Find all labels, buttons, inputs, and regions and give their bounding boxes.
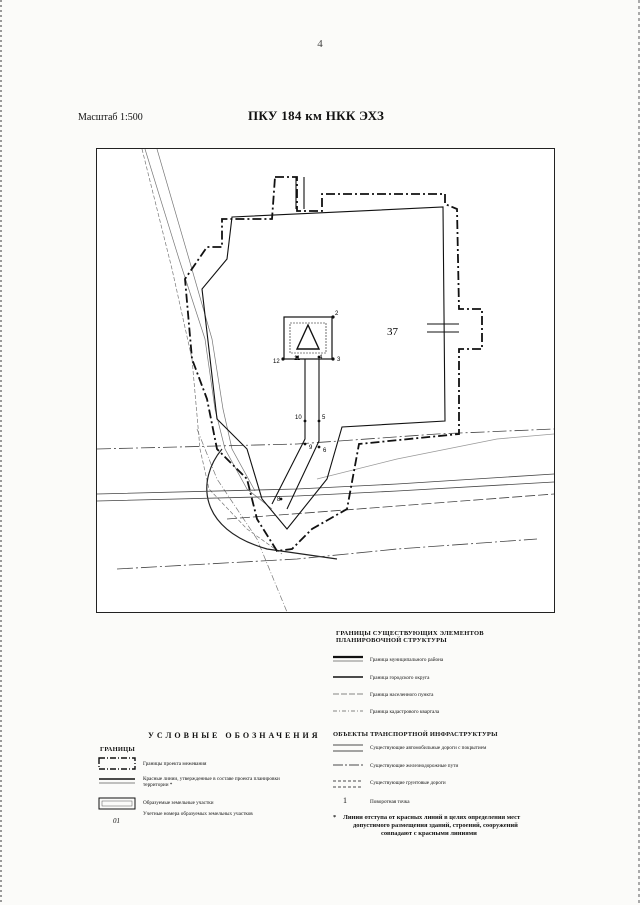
page-number: 4 xyxy=(317,38,323,50)
transport-samples xyxy=(333,744,363,788)
legend-municipal-district: Граница муниципального района xyxy=(370,657,444,663)
point-label: 10 xyxy=(295,415,302,421)
point-label: 12 xyxy=(273,359,280,365)
borders-title: ГРАНИЦЫ xyxy=(100,746,135,753)
legend-paved-roads: Существующие автомобильные дороги с покр… xyxy=(370,745,487,751)
scan-edge-left xyxy=(0,0,2,905)
access-road xyxy=(271,177,459,510)
thin-boundary-lines xyxy=(141,149,288,612)
turn-points xyxy=(279,315,335,501)
plan-drawing: 37 2 3 4 5 6 8 9 10 11 12 xyxy=(97,149,554,612)
legend-parcel-numbers: Учетные номера образуемых земельных учас… xyxy=(143,811,253,817)
point-label: 3 xyxy=(337,357,341,363)
legend-dirt-roads: Существующие грунтовые дороги xyxy=(370,780,446,786)
existing-structure-title: ГРАНИЦЫ СУЩЕСТВУЮЩИХ ЭЛЕМЕНТОВ ПЛАНИРОВО… xyxy=(336,630,484,644)
legend-turn-point: Поворотная точка xyxy=(370,799,410,805)
document-title: ПКУ 184 км НКК ЭХЗ xyxy=(248,108,385,123)
legend-formed-parcels: Образуемые земельные участки xyxy=(143,800,214,806)
point-label: 4 xyxy=(319,355,323,361)
parcel-number-label: 37 xyxy=(387,326,399,338)
legend-main-title: УСЛОВНЫЕ ОБОЗНАЧЕНИЯ xyxy=(148,731,321,740)
turn-point-sample: 1 xyxy=(343,796,347,805)
point-label: 11 xyxy=(294,356,301,362)
border-samples xyxy=(98,757,136,810)
project-boundary xyxy=(184,176,483,552)
legend-railways: Существующие железнодорожные пути xyxy=(370,763,459,769)
red-lines-boundary xyxy=(201,206,446,530)
point-label: 6 xyxy=(323,448,327,454)
point-label: 2 xyxy=(335,311,339,317)
legend-survey-boundary: Границы проекта межевания xyxy=(143,761,207,767)
station-square xyxy=(283,316,333,360)
point-label: 9 xyxy=(309,445,313,451)
station-triangle-icon xyxy=(295,323,321,350)
station-inner xyxy=(289,322,327,354)
legend-red-lines: Красные линии, утвержденные в составе пр… xyxy=(143,776,280,788)
scan-edge-right xyxy=(638,0,640,905)
legend-settlement: Граница населенного пункта xyxy=(370,692,434,698)
point-label: 8 xyxy=(277,497,281,503)
sample-parcel-number: 01 xyxy=(113,817,120,825)
legend-city-district: Граница городского округа xyxy=(370,675,430,681)
road-lines xyxy=(97,428,554,570)
footnote-text: Линии отступа от красных линий в целях о… xyxy=(343,814,521,837)
existing-structure-samples xyxy=(333,655,363,712)
legend-cadastral-quarter: Граница кадастрового квартала xyxy=(370,709,440,715)
curved-boundary xyxy=(206,448,338,560)
scale-label: Масштаб 1:500 xyxy=(78,112,143,123)
transport-title: ОБЪЕКТЫ ТРАНСПОРТНОЙ ИНФРАСТРУКТУРЫ xyxy=(333,731,498,738)
plan-map: 37 2 3 4 5 6 8 9 10 11 12 xyxy=(96,148,555,613)
point-label: 5 xyxy=(322,415,326,421)
footnote-marker: * xyxy=(333,814,337,821)
